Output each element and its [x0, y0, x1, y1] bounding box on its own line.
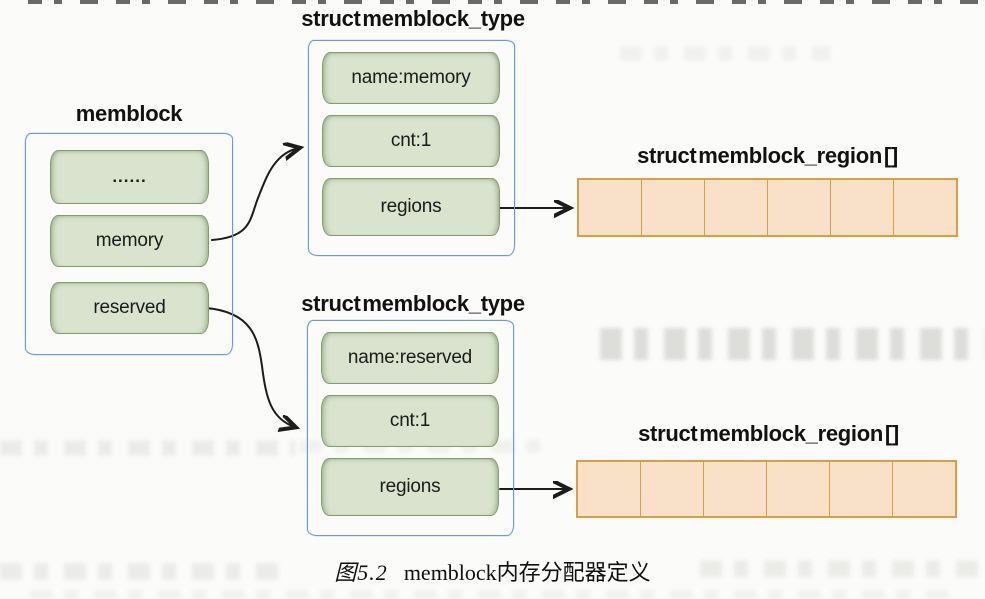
region-cell: [767, 462, 830, 516]
region-cell: [578, 462, 641, 516]
figure-caption-number: 图5.2: [334, 560, 388, 585]
type-reserved-title: struct memblock_type: [301, 291, 525, 316]
type-reserved-field-cnt-label: cnt:1: [389, 410, 431, 431]
type-memory-title: struct memblock_type: [301, 6, 525, 31]
regions-reserved-title: struct memblock_region []: [638, 421, 899, 446]
memblock-box: ...... memory reserved: [25, 133, 233, 355]
region-cell: [830, 462, 893, 516]
region-cell: [894, 180, 956, 235]
region-cell: [893, 462, 955, 516]
type-reserved-field-regions: regions: [321, 458, 499, 516]
region-cell: [642, 180, 705, 235]
memblock-title: memblock: [75, 101, 183, 126]
type-reserved-field-name-label: name:reserved: [347, 347, 473, 368]
regions-reserved-array: [576, 460, 957, 518]
type-memory-field-name: name:memory: [322, 52, 500, 104]
memblock-field-memory-label: memory: [95, 230, 164, 251]
figure-caption-text: memblock内存分配器定义: [403, 560, 651, 585]
type-reserved-field-name: name:reserved: [321, 332, 499, 384]
type-memory-box: name:memory cnt:1 regions: [308, 40, 515, 256]
regions-memory-array: [577, 178, 958, 237]
region-cell: [704, 462, 767, 516]
bleed-through-artifact: [0, 440, 295, 456]
bleed-through-artifact: [600, 328, 985, 360]
memblock-field-ellipsis-label: ......: [112, 167, 147, 186]
cutoff-text-artifact: [28, 0, 981, 4]
memblock-field-memory: memory: [50, 215, 209, 267]
regions-memory-title: struct memblock_region []: [637, 143, 898, 168]
region-cell: [579, 180, 642, 235]
type-memory-field-cnt-label: cnt:1: [390, 130, 432, 151]
bleed-through-artifact: [620, 46, 830, 61]
type-reserved-field-regions-label: regions: [379, 476, 441, 497]
region-cell: [768, 180, 831, 235]
memblock-field-reserved-label: reserved: [93, 297, 166, 318]
region-cell: [831, 180, 894, 235]
type-memory-field-cnt: cnt:1: [322, 115, 500, 167]
figure-caption: 图5.2 memblock内存分配器定义: [0, 555, 985, 587]
region-cell: [641, 462, 704, 516]
memblock-field-reserved: reserved: [50, 282, 209, 334]
type-reserved-box: name:reserved cnt:1 regions: [307, 320, 514, 536]
type-memory-field-name-label: name:memory: [351, 67, 471, 88]
type-memory-field-regions-label: regions: [380, 196, 442, 217]
bleed-through-artifact: [30, 590, 955, 599]
memblock-field-ellipsis: ......: [50, 150, 209, 204]
region-cell: [705, 180, 768, 235]
type-memory-field-regions: regions: [322, 178, 500, 236]
type-reserved-field-cnt: cnt:1: [321, 395, 499, 447]
